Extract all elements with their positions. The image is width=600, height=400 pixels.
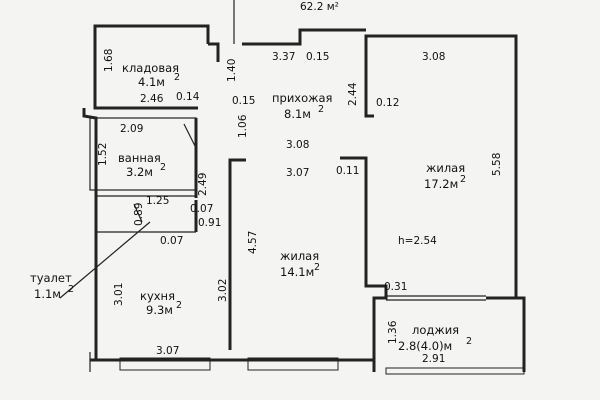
dim-3-01: 3.01	[113, 283, 125, 306]
room-bath-area: 3.2м	[126, 165, 153, 179]
room-kitchen-area: 9.3м	[146, 303, 173, 317]
dim-2-49: 2.49	[197, 173, 209, 196]
room-hall-name: прихожая	[272, 91, 332, 105]
room-storage-name: кладовая	[122, 61, 179, 75]
bath-door	[183, 123, 197, 149]
dim-3-37: 3.37	[272, 51, 295, 63]
room-loggia-sup: 2	[466, 336, 472, 347]
dim-0-31: 0.31	[384, 281, 407, 293]
wall-storage-outer	[93, 24, 210, 110]
wall-loggia-right	[486, 296, 526, 372]
toilet-door	[133, 203, 143, 223]
room-living1-area: 17.2м	[424, 177, 458, 191]
dim-0-07b: 0.07	[160, 235, 183, 247]
room-kitchen-name: кухня	[140, 289, 175, 303]
kitchen-window	[119, 357, 211, 371]
room-storage-sup: 2	[174, 72, 180, 83]
room-toilet-sup: 2	[68, 284, 74, 295]
dim-1-25: 1.25	[146, 195, 169, 207]
total-area: 62.2 м²	[300, 1, 339, 13]
room-living2-name: жилая	[280, 249, 319, 263]
dim-0-11: 0.11	[336, 165, 359, 177]
dim-2-09: 2.09	[120, 123, 143, 135]
dim-3-07-mid: 3.07	[286, 167, 309, 179]
dim-0-14: 0.14	[176, 91, 200, 103]
dim-3-08-mid: 3.08	[286, 139, 309, 151]
ceiling-height: h=2.54	[398, 235, 437, 247]
dim-0-12: 0.12	[376, 97, 399, 109]
wall-living1-outer	[364, 34, 518, 298]
dim-0-89: 0.89	[133, 203, 145, 226]
dim-4-57: 4.57	[247, 231, 259, 254]
room-living1-sup: 2	[460, 174, 466, 185]
dim-0-15b: 0.15	[232, 95, 255, 107]
room-toilet-name: туалет	[30, 271, 72, 285]
room-loggia-area: 2.8(4.0)м	[398, 339, 452, 353]
wall-hall-top	[242, 28, 366, 46]
dim-0-07a: 0.07	[190, 203, 213, 215]
wall-left-outer	[82, 108, 98, 360]
wall-kitchen-living2	[228, 158, 246, 350]
room-living2-sup: 2	[314, 262, 320, 273]
wall-living2-right	[340, 156, 374, 288]
room-toilet-area: 1.1м	[34, 287, 61, 301]
room-hall-sup: 2	[318, 104, 324, 115]
dim-1-52: 1.52	[97, 143, 109, 166]
room-bath-name: ванная	[118, 151, 161, 165]
wall-storage-right	[208, 42, 220, 62]
dim-1-06: 1.06	[237, 114, 249, 138]
dim-0-91: 0.91	[198, 217, 221, 229]
dim-3-08-top: 3.08	[422, 51, 445, 63]
toilet-leader	[59, 221, 151, 299]
wall-loggia	[372, 284, 388, 372]
dim-2-44: 2.44	[347, 82, 359, 106]
loggia-bottom	[385, 367, 525, 375]
dim-5-58: 5.58	[491, 153, 503, 176]
dim-2-46: 2.46	[140, 93, 164, 105]
room-hall-area: 8.1м	[284, 107, 311, 121]
room-kitchen-sup: 2	[176, 300, 182, 311]
dim-1-68: 1.68	[103, 49, 115, 72]
dim-1-36: 1.36	[387, 320, 399, 344]
room-living1-name: жилая	[426, 161, 465, 175]
dim-3-07-bottom: 3.07	[156, 345, 179, 357]
room-living2-area: 14.1м	[280, 265, 314, 279]
wall-living1-left	[364, 44, 374, 118]
dim-1-40: 1.40	[226, 59, 238, 82]
room-loggia-name: лоджия	[412, 323, 459, 337]
dim-2-91: 2.91	[422, 353, 445, 365]
living2-window	[247, 357, 339, 371]
dim-0-15a: 0.15	[306, 51, 329, 63]
room-bath-sup: 2	[160, 162, 166, 173]
dim-3-02: 3.02	[217, 279, 229, 302]
room-storage-area: 4.1м	[138, 75, 165, 89]
